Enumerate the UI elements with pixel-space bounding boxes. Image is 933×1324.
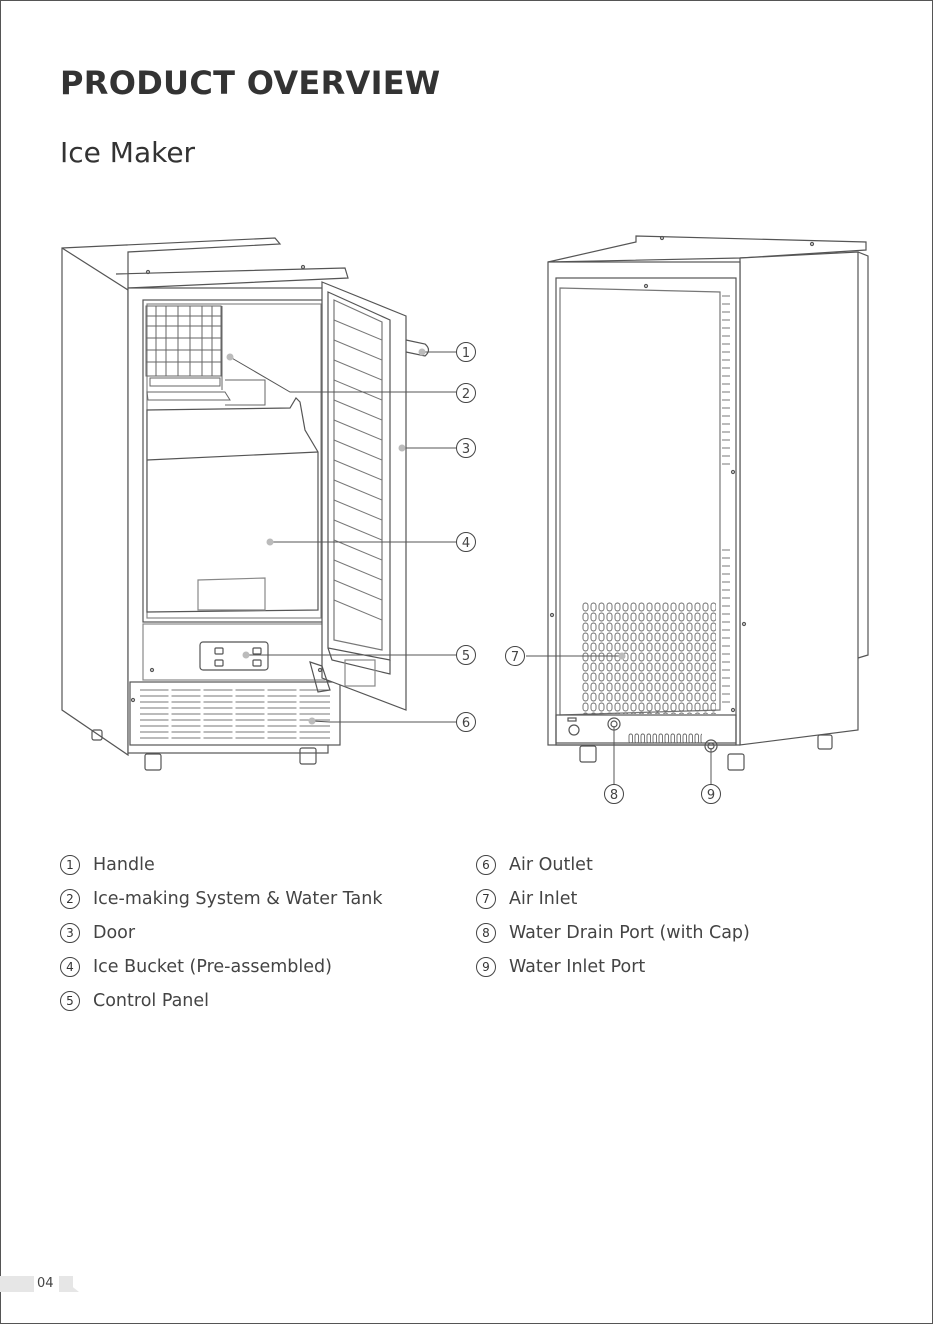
callout-4-number: 4 bbox=[462, 536, 470, 551]
legend-item: 6 Air Outlet bbox=[476, 848, 750, 882]
callout-1-number: 1 bbox=[462, 346, 470, 361]
legend-number: 9 bbox=[476, 957, 496, 977]
callout-6-number: 6 bbox=[462, 716, 470, 731]
footer-bar bbox=[0, 1276, 34, 1292]
legend-number: 6 bbox=[476, 855, 496, 875]
back-view-unit bbox=[548, 236, 868, 770]
legend-number: 3 bbox=[60, 923, 80, 943]
callout-5-number: 5 bbox=[462, 649, 470, 664]
legend-number: 5 bbox=[60, 991, 80, 1011]
legend-label: Air Outlet bbox=[509, 855, 593, 875]
callout-8: 8 bbox=[605, 785, 624, 804]
callout-2-number: 2 bbox=[462, 387, 470, 402]
callout-7-number: 7 bbox=[511, 650, 519, 665]
footer-tab bbox=[59, 1276, 79, 1292]
callout-9: 9 bbox=[702, 785, 721, 804]
bottom-slots bbox=[628, 733, 702, 745]
legend-label: Water Drain Port (with Cap) bbox=[509, 923, 750, 943]
page-number: 04 bbox=[37, 1276, 54, 1291]
legend-label: Water Inlet Port bbox=[509, 957, 645, 977]
legend-item: 9 Water Inlet Port bbox=[476, 950, 750, 984]
page-title: PRODUCT OVERVIEW bbox=[60, 64, 441, 102]
legend-item: 3 Door bbox=[60, 916, 382, 950]
legend-label: Ice-making System & Water Tank bbox=[93, 889, 382, 909]
callout-5: 5 bbox=[457, 646, 476, 665]
legend-number: 7 bbox=[476, 889, 496, 909]
product-diagram: 1 2 3 4 5 6 7 8 9 bbox=[0, 230, 933, 820]
callout-8-number: 8 bbox=[610, 788, 618, 803]
callout-6: 6 bbox=[457, 713, 476, 732]
legend-number: 2 bbox=[60, 889, 80, 909]
legend-item: 8 Water Drain Port (with Cap) bbox=[476, 916, 750, 950]
legend-number: 1 bbox=[60, 855, 80, 875]
legend-right: 6 Air Outlet 7 Air Inlet 8 Water Drain Port… bbox=[476, 848, 750, 984]
callout-1: 1 bbox=[457, 343, 476, 362]
legend-item: 4 Ice Bucket (Pre-assembled) bbox=[60, 950, 382, 984]
callout-2: 2 bbox=[457, 384, 476, 403]
front-view-unit bbox=[62, 238, 429, 770]
callout-7: 7 bbox=[506, 647, 525, 666]
callout-9-number: 9 bbox=[707, 788, 715, 803]
callout-3: 3 bbox=[457, 439, 476, 458]
legend-item: 1 Handle bbox=[60, 848, 382, 882]
legend-item: 7 Air Inlet bbox=[476, 882, 750, 916]
legend-label: Handle bbox=[93, 855, 155, 875]
section-subtitle: Ice Maker bbox=[60, 136, 195, 169]
callout-4: 4 bbox=[457, 533, 476, 552]
legend-label: Control Panel bbox=[93, 991, 209, 1011]
callout-3-number: 3 bbox=[462, 442, 470, 457]
legend-item: 5 Control Panel bbox=[60, 984, 382, 1018]
legend-label: Ice Bucket (Pre-assembled) bbox=[93, 957, 332, 977]
rear-air-inlet-vents bbox=[582, 602, 716, 714]
legend-label: Door bbox=[93, 923, 135, 943]
legend-label: Air Inlet bbox=[509, 889, 577, 909]
legend-item: 2 Ice-making System & Water Tank bbox=[60, 882, 382, 916]
legend-number: 8 bbox=[476, 923, 496, 943]
legend-number: 4 bbox=[60, 957, 80, 977]
